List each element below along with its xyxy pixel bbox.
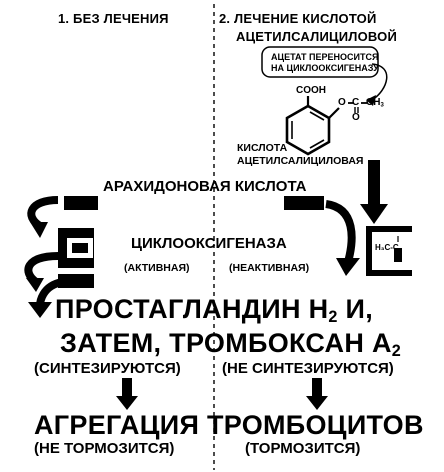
carbonyl-carbon-label: C (352, 97, 360, 108)
methyl-label: CH3 (366, 97, 384, 109)
not-inhibited-label: (НЕ ТОРМОЗИТСЯ) (34, 440, 175, 457)
down-arrow-right (306, 378, 328, 410)
benzene-ring (285, 96, 367, 156)
callout-line2: НА ЦИКЛООКСИГЕНАЗУ (271, 63, 379, 73)
cooh-label: COOH (296, 85, 326, 96)
aspirin-arrow (360, 160, 388, 224)
callout-bubble (261, 46, 379, 78)
not-synthesized-right-label: (НЕ СИНТЕЗИРУЮТСЯ) (222, 360, 394, 377)
inhibited-label: (ТОРМОЗИТСЯ) (245, 440, 361, 457)
callout-arrowhead (366, 95, 376, 106)
right-column-title-line1: 2. ЛЕЧЕНИЕ КИСЛОТОЙ (219, 11, 377, 26)
left-pathway-graphic (24, 196, 98, 318)
callout-arrow (371, 63, 388, 101)
left-column-title: 1. БЕЗ ЛЕЧЕНИЯ (58, 11, 169, 26)
molecule-name-line1: КИСЛОТА (237, 142, 288, 154)
callout-line1: АЦЕТАТ ПЕРЕНОСИТСЯ (271, 52, 379, 62)
cyclooxygenase-label: ЦИКЛООКСИГЕНАЗА (131, 235, 287, 252)
right-column-title-line2: АЦЕТИЛСАЛИЦИЛОВОЙ (236, 29, 398, 44)
right-pathway-graphic (284, 196, 412, 276)
platelet-aggregation-label: АГРЕГАЦИЯ ТРОМБОЦИТОВ (34, 410, 424, 440)
ester-oxygen-label: O (338, 97, 346, 108)
arachidonic-acid-label: АРАХИДОНОВАЯ КИСЛОТА (103, 178, 307, 195)
synthesized-left-label: (СИНТЕЗИРУЮТСЯ) (34, 360, 181, 377)
prostaglandin-line2: ЗАТЕМ, ТРОМБОКСАН А2 (60, 328, 402, 361)
molecule-name-line2: АЦЕТИЛСАЛИЦИЛОВАЯ (237, 155, 364, 167)
acetyl-group-label: H₃C-C (375, 243, 399, 252)
inactive-label: (НЕАКТИВНАЯ) (229, 262, 310, 274)
prostaglandin-line1: ПРОСТАГЛАНДИН H2 И, (55, 294, 374, 327)
active-label: (АКТИВНАЯ) (124, 262, 190, 274)
carbonyl-oxygen-label: O (352, 112, 360, 123)
down-arrow-left (116, 378, 138, 410)
